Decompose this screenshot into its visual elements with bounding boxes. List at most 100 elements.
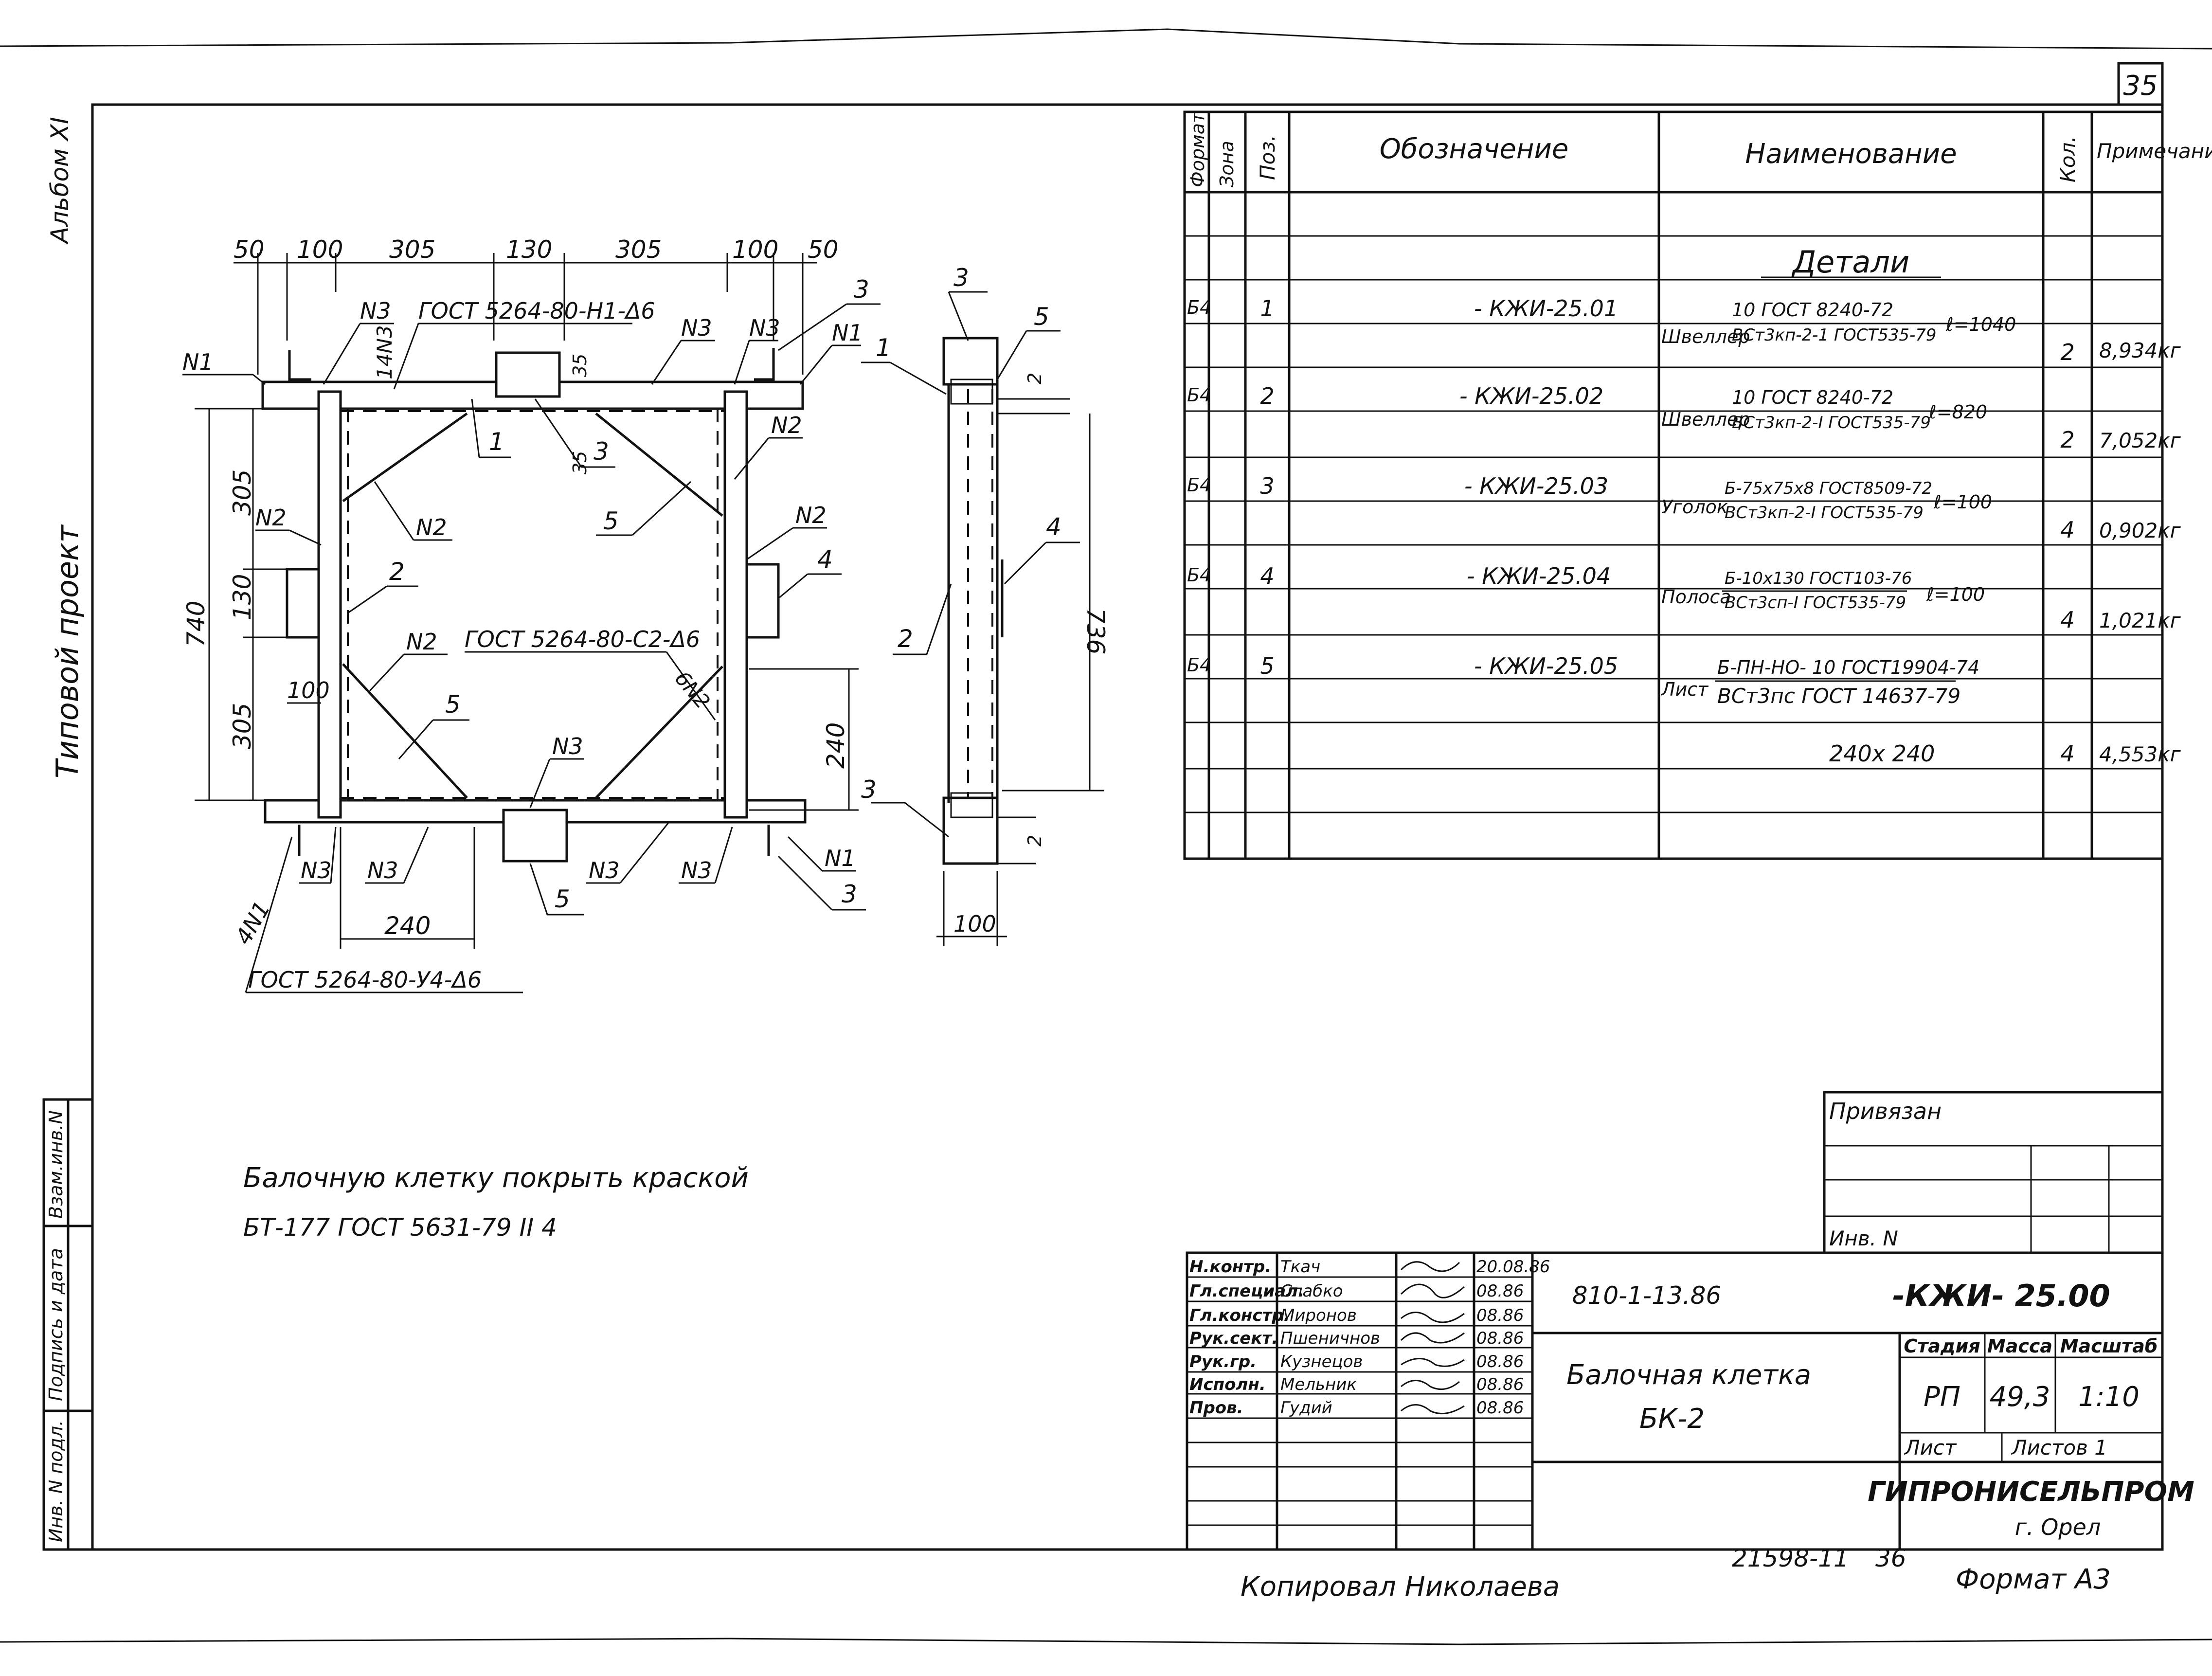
role-6: Исполн.	[1189, 1375, 1266, 1394]
plan-view: 50 100 305 130 305 100 50 305 130 305 74…	[182, 235, 881, 993]
page-number: 35	[2123, 70, 2158, 102]
hdr-note: Примечание	[2097, 139, 2212, 163]
dim-left-305b: 305	[228, 703, 256, 749]
name-4: Пшеничнов	[1280, 1329, 1380, 1348]
footer-format: Формат А3	[1956, 1564, 2111, 1595]
side-dim2-top: 2	[1024, 373, 1045, 384]
dim-top-50b: 50	[808, 235, 839, 264]
row2-len: ℓ=820	[1928, 401, 1987, 423]
title-line2: БК-2	[1639, 1403, 1705, 1435]
row4-qty: 4	[2060, 607, 2074, 633]
side-pos1: 1	[876, 334, 891, 362]
side-dim2-bot: 2	[1024, 835, 1045, 847]
callout-14n3: 14N3	[373, 325, 396, 379]
row3-format: Б4	[1187, 474, 1211, 496]
name-6: Мельник	[1280, 1375, 1357, 1394]
row1-len: ℓ=1040	[1945, 314, 2016, 335]
role-5: Рук.гр.	[1189, 1352, 1257, 1371]
footer-number: 21598-11	[1732, 1544, 1849, 1572]
stage-label: Стадия	[1904, 1335, 1980, 1357]
callout-n2-b: N2	[416, 514, 447, 541]
role-7: Пров.	[1189, 1398, 1243, 1418]
hdr-designation: Обозначение	[1380, 133, 1569, 165]
date-2: 08.86	[1476, 1281, 1524, 1301]
row5-den: ВСт3пс ГОСТ 14637-79	[1717, 684, 1960, 708]
sheet-label: Лист	[1904, 1436, 1957, 1460]
dim-bottom-240: 240	[384, 912, 431, 940]
callout-pos4: 4	[817, 545, 833, 574]
date-1: 20.08.86	[1476, 1257, 1550, 1277]
row3-pos: 3	[1260, 473, 1274, 499]
callout-n3-f: N3	[367, 857, 398, 883]
callout-pos5-b: 5	[445, 690, 461, 719]
callout-6n2: 6N2	[670, 667, 715, 714]
row5-prefix: Лист	[1660, 679, 1709, 700]
row1-num: 10 ГОСТ 8240-72	[1732, 299, 1893, 321]
dim-left-305a: 305	[228, 469, 256, 516]
side-dim736: 736	[1081, 608, 1110, 654]
side-pos2: 2	[898, 625, 913, 653]
callout-n2-e: N2	[406, 629, 437, 655]
row4-note: 1,021кг	[2099, 609, 2181, 632]
project-type-label: Типовой проект	[50, 524, 85, 778]
row2-note: 7,052кг	[2099, 429, 2181, 452]
hdr-qty: Кол.	[2056, 136, 2080, 182]
title-line1: Балочная клетка	[1566, 1359, 1811, 1391]
side-pos3-bot: 3	[861, 775, 877, 804]
date-3: 08.86	[1476, 1306, 1524, 1325]
note-line1: Балочную клетку покрыть краской	[243, 1162, 749, 1194]
callout-4n1: 4N1	[230, 897, 275, 949]
row3-len: ℓ=100	[1933, 491, 1992, 513]
doc-number: -КЖИ- 25.00	[1892, 1278, 2110, 1314]
row3-num: Б-75х75х8 ГОСТ8509-72	[1725, 479, 1932, 498]
hdr-format: Формат	[1187, 111, 1208, 187]
callout-pos1: 1	[489, 428, 504, 456]
row4-pos: 4	[1260, 563, 1274, 589]
page-number-box	[2117, 62, 2164, 106]
role-1: Н.контр.	[1189, 1257, 1271, 1277]
spec-table: Формат Зона Поз. Обозначение Наименовани…	[1183, 110, 2212, 860]
date-4: 08.86	[1476, 1329, 1524, 1348]
date-7: 08.86	[1476, 1398, 1524, 1418]
row3-den: ВСт3кп-2-I ГОСТ535-79	[1725, 503, 1924, 523]
name-5: Кузнецов	[1280, 1352, 1363, 1371]
callout-pos5-c: 5	[555, 885, 570, 913]
row5-qty: 4	[2060, 740, 2074, 767]
privyazan: Привязан	[1829, 1098, 1942, 1124]
row3-prefix: Уголок	[1661, 496, 1728, 518]
row3-note: 0,902кг	[2099, 519, 2181, 542]
row4-prefix: Полоса	[1661, 586, 1731, 608]
callout-n3-a: N3	[360, 298, 391, 324]
callout-n1-right: N1	[832, 320, 863, 346]
dim-top-130: 130	[506, 235, 552, 264]
dim-top-50a: 50	[234, 235, 265, 264]
row1-den: ВСт3кп-2-1 ГОСТ535-79	[1732, 325, 1937, 345]
row1-prefix: Швеллер	[1661, 326, 1750, 347]
callout-pos3-b: 3	[842, 880, 857, 908]
callout-n2-a: N2	[255, 505, 287, 531]
hdr-name: Наименование	[1745, 138, 1957, 170]
row2-pos: 2	[1260, 383, 1274, 409]
name-1: Ткач	[1280, 1257, 1320, 1277]
org-city: г. Орел	[2015, 1514, 2101, 1540]
row3-qty: 4	[2060, 517, 2074, 543]
row5-pos: 5	[1260, 653, 1274, 679]
role-2: Гл.специал.	[1189, 1281, 1304, 1301]
callout-n3-e: N3	[301, 857, 332, 883]
hdr-pos: Поз.	[1256, 135, 1279, 180]
date-5: 08.86	[1476, 1352, 1524, 1371]
date-6: 08.86	[1476, 1375, 1524, 1394]
callout-n3-d: N3	[552, 733, 583, 759]
scale-value: 1:10	[2078, 1381, 2140, 1413]
row2-format: Б4	[1187, 384, 1211, 406]
row2-designation: - КЖИ-25.02	[1459, 383, 1603, 409]
callout-pos3-top: 3	[854, 275, 869, 304]
row5-num: Б-ПН-НО- 10 ГОСТ19904-74	[1717, 657, 1979, 678]
page-edge-top	[0, 28, 2212, 50]
row4-designation: - КЖИ-25.04	[1467, 563, 1611, 589]
callout-gost-top: ГОСТ 5264-80-Н1-Δ6	[418, 298, 655, 324]
row5-designation: - КЖИ-25.05	[1474, 653, 1618, 679]
left-strip: Взам.инв.N Подпись и дата Инв. N подл.	[42, 1098, 94, 1551]
callout-gost-mid: ГОСТ 5264-80-С2-Δ6	[465, 626, 700, 652]
